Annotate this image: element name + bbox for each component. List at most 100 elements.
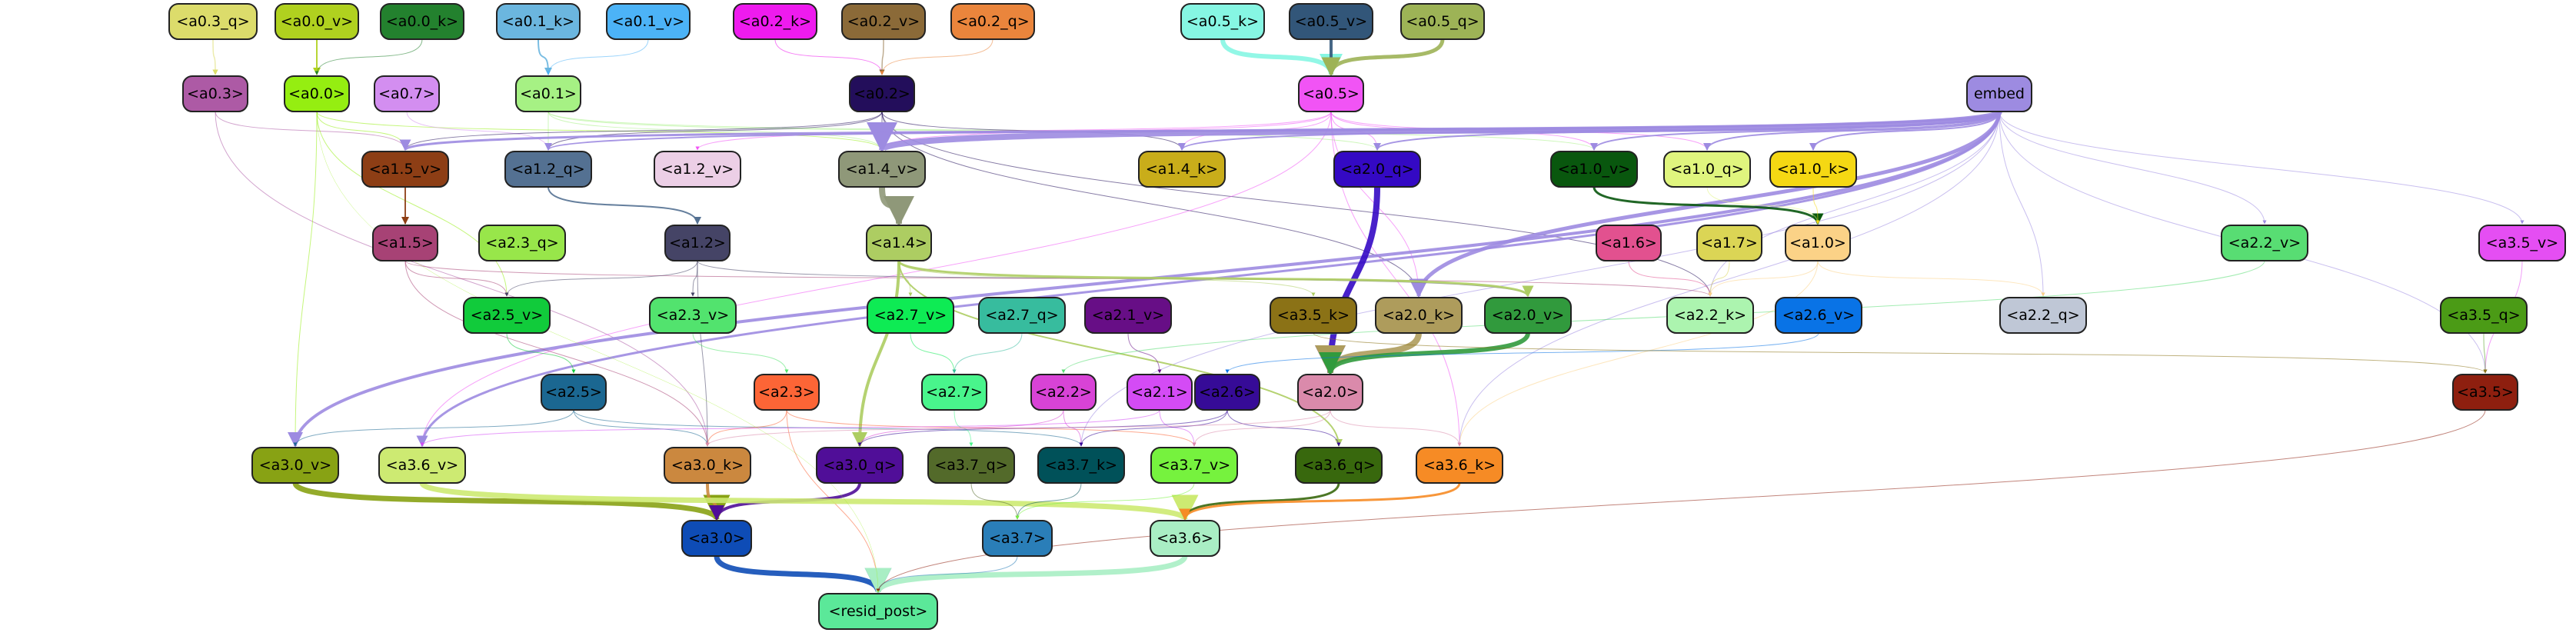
node-a2-0[interactable]: <a2.0> xyxy=(1297,374,1363,411)
node-box xyxy=(816,447,904,484)
node-a2-3-v[interactable]: <a2.3_v> xyxy=(649,297,737,334)
node-a0-1-v[interactable]: <a0.1_v> xyxy=(606,3,691,40)
node-a0-5[interactable]: <a0.5> xyxy=(1298,75,1364,112)
node-a0-5-v[interactable]: <a0.5_v> xyxy=(1289,3,1373,40)
node-a1-2[interactable]: <a1.2> xyxy=(664,225,731,261)
node-a1-6[interactable]: <a1.6> xyxy=(1596,225,1662,261)
node-label: <a1.4> xyxy=(870,235,927,251)
node-a3-6-v[interactable]: <a3.6_v> xyxy=(378,447,466,484)
edge-a2_0-to-a3_6_k xyxy=(1330,409,1462,447)
node-a0-3-q[interactable]: <a0.3_q> xyxy=(168,3,258,40)
node-a0-0-k[interactable]: <a0.0_k> xyxy=(380,3,464,40)
edge-a1_0_v-to-a1_0 xyxy=(1593,186,1824,225)
node-a1-7[interactable]: <a1.7> xyxy=(1696,225,1762,261)
node-box xyxy=(1289,3,1373,40)
node-a2-1[interactable]: <a2.1> xyxy=(1127,374,1193,411)
node-a0-5-q[interactable]: <a0.5_q> xyxy=(1400,3,1485,40)
node-label: <a1.7> xyxy=(1701,235,1758,251)
node-a2-3[interactable]: <a2.3> xyxy=(754,374,820,411)
node-a1-5[interactable]: <a1.5> xyxy=(372,225,438,261)
edge-embed-to-a2_2_v xyxy=(1999,111,2267,225)
edge-a3_7_k-to-a3_7 xyxy=(1015,482,1082,520)
node-a3-0-v[interactable]: <a3.0_v> xyxy=(251,447,339,484)
node-box xyxy=(838,151,926,188)
node-label: <a0.2> xyxy=(854,85,910,102)
node-box xyxy=(982,520,1053,557)
node-a0-7[interactable]: <a0.7> xyxy=(374,75,440,112)
node-a2-5[interactable]: <a2.5> xyxy=(541,374,607,411)
node-label: <a0.5_k> xyxy=(1186,13,1259,30)
edge-a2_2-to-a3_7_k xyxy=(1063,409,1083,447)
edge-embed-to-a3_5_v xyxy=(1999,111,2524,225)
node-a2-6[interactable]: <a2.6> xyxy=(1194,374,1260,411)
edge-a1_4-to-a3_0_q xyxy=(852,260,900,448)
node-a2-7-v[interactable]: <a2.7_v> xyxy=(867,297,954,334)
node-a2-2[interactable]: <a2.2> xyxy=(1030,374,1097,411)
edge-a1_2_q-to-a1_2 xyxy=(547,186,701,225)
node-a1-4-v[interactable]: <a1.4_v> xyxy=(838,151,926,188)
node-a1-2-q[interactable]: <a1.2_q> xyxy=(504,151,592,188)
node-a0-5-k[interactable]: <a0.5_k> xyxy=(1180,3,1265,40)
node-a3-7-v[interactable]: <a3.7_v> xyxy=(1150,447,1238,484)
node-a3-7-q[interactable]: <a3.7_q> xyxy=(927,447,1015,484)
node-a0-2-v[interactable]: <a0.2_v> xyxy=(841,3,926,40)
node-a3-6-q[interactable]: <a3.6_q> xyxy=(1295,447,1383,484)
node-box xyxy=(754,374,820,411)
node-a1-5-v[interactable]: <a1.5_v> xyxy=(361,151,449,188)
node-a2-6-v[interactable]: <a2.6_v> xyxy=(1775,297,1862,334)
node-a1-0-q[interactable]: <a1.0_q> xyxy=(1663,151,1751,188)
node-a2-2-v[interactable]: <a2.2_v> xyxy=(2221,225,2308,261)
node-a0-2[interactable]: <a0.2> xyxy=(849,75,915,112)
node-a2-0-k[interactable]: <a2.0_k> xyxy=(1375,297,1463,334)
node-a0-1-k[interactable]: <a0.1_k> xyxy=(496,3,581,40)
edge-a3_5-to-resid_post xyxy=(876,409,2486,593)
node-a2-5-v[interactable]: <a2.5_v> xyxy=(463,297,551,334)
node-a2-2-k[interactable]: <a2.2_k> xyxy=(1666,297,1754,334)
node-box xyxy=(515,75,581,112)
node-a1-0-v[interactable]: <a1.0_v> xyxy=(1550,151,1638,188)
node-a2-7[interactable]: <a2.7> xyxy=(921,374,987,411)
node-embed[interactable]: embed xyxy=(1966,75,2032,112)
node-a3-5[interactable]: <a3.5> xyxy=(2452,374,2518,411)
node-label: <a0.2_k> xyxy=(739,13,811,30)
node-a2-3-q[interactable]: <a2.3_q> xyxy=(478,225,566,261)
edge-a0_2_q-to-a0_2 xyxy=(880,38,993,75)
node-a2-2-q[interactable]: <a2.2_q> xyxy=(1999,297,2087,334)
node-a1-4-k[interactable]: <a1.4_k> xyxy=(1138,151,1226,188)
node-a3-5-q[interactable]: <a3.5_q> xyxy=(2440,297,2528,334)
node-a3-7[interactable]: <a3.7> xyxy=(982,520,1053,557)
edge-a2_1_v-to-a2_1 xyxy=(1127,332,1162,374)
edge-a1_6-to-a2_2_k xyxy=(1628,260,1712,297)
node-a3-0-q[interactable]: <a3.0_q> xyxy=(816,447,904,484)
node-a2-7-q[interactable]: <a2.7_q> xyxy=(978,297,1066,334)
node-a0-3[interactable]: <a0.3> xyxy=(182,75,248,112)
node-a0-2-k[interactable]: <a0.2_k> xyxy=(733,3,817,40)
node-a1-0[interactable]: <a1.0> xyxy=(1785,225,1851,261)
node-a3-0[interactable]: <a3.0> xyxy=(681,520,752,557)
node-label: <a1.6> xyxy=(1600,235,1657,251)
node-box xyxy=(681,520,752,557)
node-a3-5-k[interactable]: <a3.5_k> xyxy=(1270,297,1357,334)
node-a3-7-k[interactable]: <a3.7_k> xyxy=(1037,447,1125,484)
node-a2-0-v[interactable]: <a2.0_v> xyxy=(1484,297,1572,334)
node-box xyxy=(2452,374,2518,411)
node-a3-0-k[interactable]: <a3.0_k> xyxy=(664,447,751,484)
node-a3-6-k[interactable]: <a3.6_k> xyxy=(1416,447,1503,484)
node-a2-1-v[interactable]: <a2.1_v> xyxy=(1084,297,1172,334)
node-a0-2-q[interactable]: <a0.2_q> xyxy=(950,3,1035,40)
node-resid-post[interactable]: <resid_post> xyxy=(818,593,938,630)
node-box xyxy=(182,75,248,112)
node-a0-0-v[interactable]: <a0.0_v> xyxy=(275,3,359,40)
node-a0-0[interactable]: <a0.0> xyxy=(284,75,350,112)
node-a0-1[interactable]: <a0.1> xyxy=(515,75,581,112)
edge-a0_5-to-a3_6_v xyxy=(420,111,1332,447)
node-a2-0-q[interactable]: <a2.0_q> xyxy=(1333,151,1421,188)
node-label: <a0.7> xyxy=(378,85,435,102)
node-box xyxy=(1375,297,1463,334)
node-a1-4[interactable]: <a1.4> xyxy=(866,225,932,261)
node-label: <a2.0_v> xyxy=(1492,307,1564,324)
node-a3-5-v[interactable]: <a3.5_v> xyxy=(2478,225,2566,261)
node-a1-0-k[interactable]: <a1.0_k> xyxy=(1769,151,1857,188)
node-a3-6[interactable]: <a3.6> xyxy=(1150,520,1220,557)
node-a1-2-v[interactable]: <a1.2_v> xyxy=(654,151,741,188)
